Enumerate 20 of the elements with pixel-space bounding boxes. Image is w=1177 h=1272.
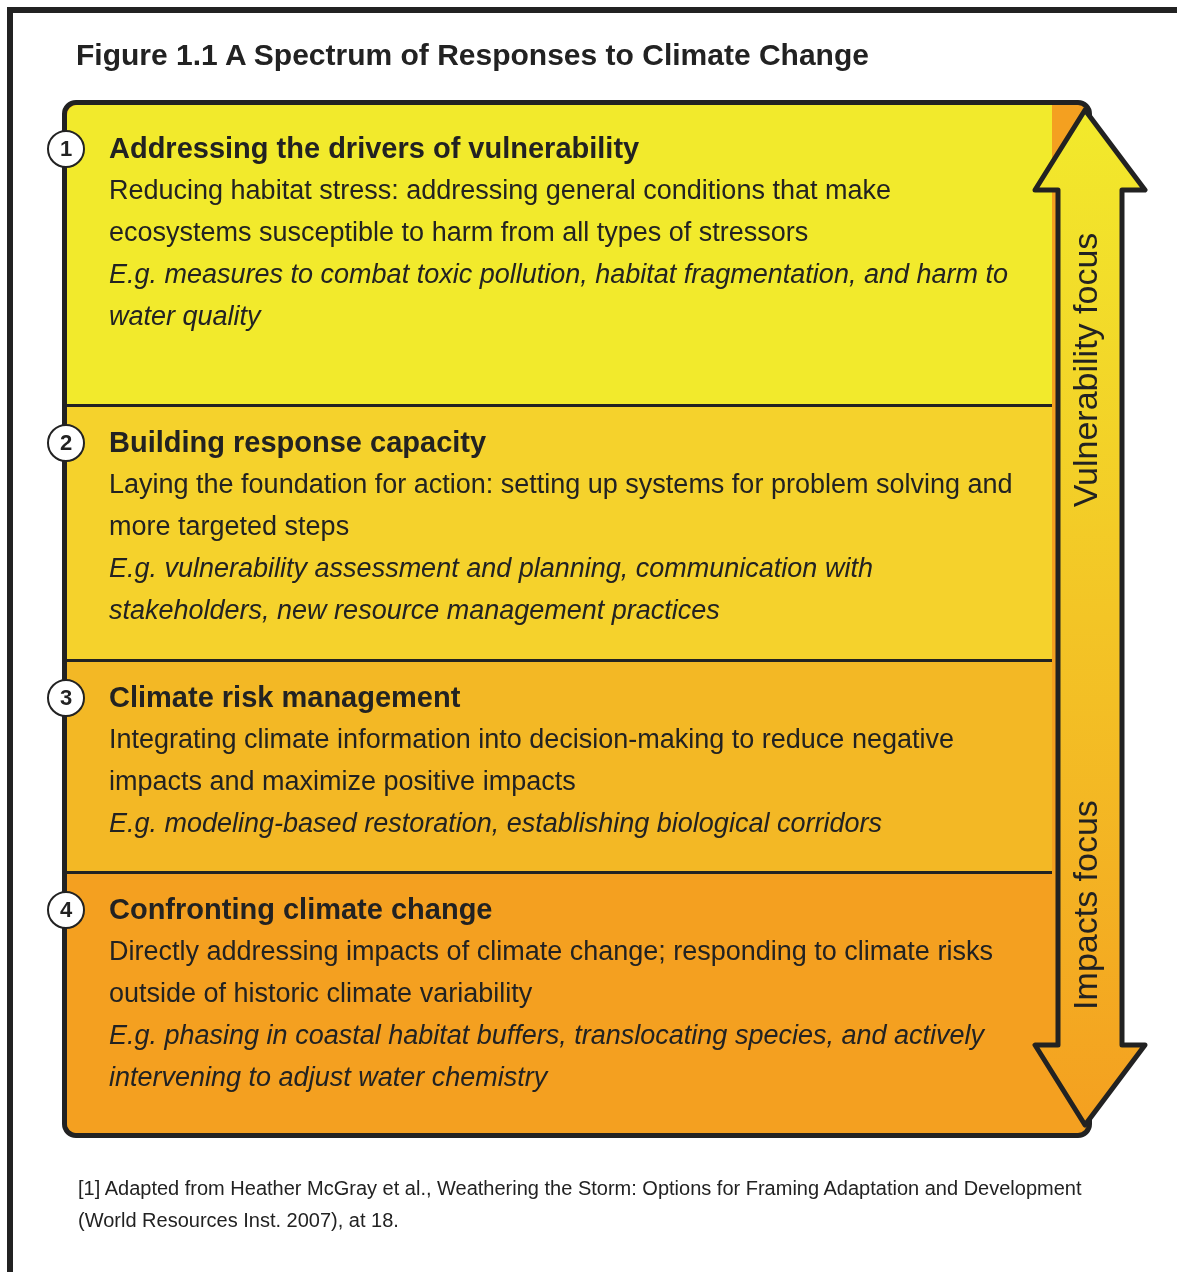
callout-number: 1 bbox=[47, 130, 85, 168]
band-description: Reducing habitat stress: addressing general conditions that make ecosystems susceptible to harm from all types of stressors bbox=[109, 174, 892, 249]
band-description: Integrating climate information into decision-making to reduce negative impacts and maximize positive impacts bbox=[109, 723, 955, 798]
example-text: E.g. measures to combat toxic pollution, habitat fragmentation, and harm to water quality bbox=[109, 258, 1009, 333]
band-heading: Addressing the drivers of vulnerability bbox=[109, 131, 641, 166]
caption: [1] Adapted from Heather McGray et al., Weathering the Storm: Options for Framing Adaptation and Development (World Resources Inst. 2007), at 18. bbox=[78, 1176, 1083, 1233]
callout-number: 3 bbox=[47, 679, 85, 717]
callout-number: 2 bbox=[47, 424, 85, 462]
callout-number: 4 bbox=[47, 891, 85, 929]
band-heading: Confronting climate change bbox=[109, 892, 494, 927]
band-heading: Climate risk management bbox=[109, 680, 462, 715]
band-heading: Building response capacity bbox=[109, 425, 488, 460]
band-description: Directly addressing impacts of climate change; responding to climate risks outside of historic climate variability bbox=[109, 935, 994, 1010]
band-description: Laying the foundation for action: setting up systems for problem solving and more targeted steps bbox=[109, 468, 1014, 543]
example-text: E.g. phasing in coastal habitat buffers, translocating species, and actively intervening to adjust water chemistry bbox=[109, 1019, 986, 1094]
example-text: E.g. vulnerability assessment and planning, communication with stakeholders, new resource management practices bbox=[109, 552, 874, 627]
arrow-label: Impacts focus bbox=[1065, 799, 1105, 1012]
example-text: E.g. modeling-based restoration, establishing biological corridors bbox=[109, 807, 883, 840]
arrow-label: Vulnerability focus bbox=[1065, 231, 1105, 510]
figure-title: Figure 1.1 A Spectrum of Responses to Climate Change bbox=[76, 38, 869, 72]
